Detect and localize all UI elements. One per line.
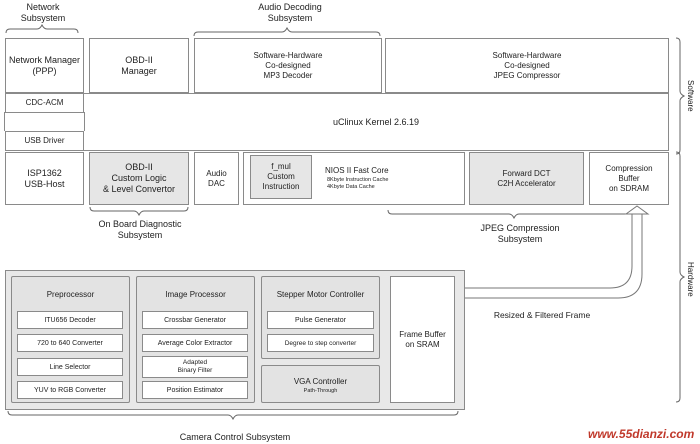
frame-buffer-box: Frame Buffer on SRAM <box>390 276 455 403</box>
preprocessor-item: Line Selector <box>17 358 123 376</box>
network-manager-box: Network Manager (PPP) <box>5 38 84 93</box>
image-processor-item: Position Estimator <box>142 381 248 399</box>
preprocessor-title: Preprocessor <box>46 290 95 299</box>
camera-subsystem-label: Camera Control Subsystem <box>179 432 291 442</box>
preprocessor-item: ITU656 Decoder <box>17 311 123 329</box>
image-processor-item: Average Color Extractor <box>142 334 248 352</box>
obd-subsystem-label: On Board Diagnostic Subsystem <box>98 219 182 240</box>
vga-title: VGA Controller <box>293 377 348 386</box>
audio-dac-box: Audio DAC <box>194 152 239 205</box>
software-label: Software <box>686 80 695 112</box>
nios-dcache: 4Kbyte Data Cache <box>327 184 375 190</box>
image-processor-item: Adapted Binary Filter <box>142 356 248 378</box>
stepper-item: Degree to step converter <box>267 334 374 352</box>
jpeg-compressor-box: Software-Hardware Co-designed JPEG Compr… <box>385 38 669 93</box>
image-processor-title: Image Processor <box>165 290 226 299</box>
stepper-item: Pulse Generator <box>267 311 374 329</box>
nios-title: NIOS II Fast Core <box>325 166 389 175</box>
obd-manager-box: OBD-II Manager <box>89 38 189 93</box>
vga-panel <box>261 365 380 403</box>
image-processor-item: Crossbar Generator <box>142 311 248 329</box>
cdc-acm-box: CDC-ACM <box>5 93 84 113</box>
stepper-title: Stepper Motor Controller <box>276 290 365 299</box>
mp3-decoder-box: Software-Hardware Co-designed MP3 Decode… <box>194 38 382 93</box>
hardware-label: Hardware <box>686 262 695 297</box>
audio-decoding-subsystem-label: Audio Decoding Subsystem <box>258 2 322 23</box>
nios-icache: 8Kbyte Instruction Cache <box>327 177 389 183</box>
preprocessor-item: YUV to RGB Converter <box>17 381 123 399</box>
compression-buffer-box: Compression Buffer on SDRAM <box>589 152 669 205</box>
forward-dct-box: Forward DCT C2H Accelerator <box>469 152 584 205</box>
usb-driver-box: USB Driver <box>5 131 84 151</box>
kernel-left-line <box>4 112 85 131</box>
vga-sub: Path-Through <box>303 388 338 394</box>
isp1362-box: ISP1362 USB-Host <box>5 152 84 205</box>
f-mul-box: f_mul Custom Instruction <box>250 155 312 199</box>
network-subsystem-label: Network Subsystem <box>20 2 66 23</box>
resized-frame-label: Resized & Filtered Frame <box>493 310 591 320</box>
uclinux-kernel-box: uClinux Kernel 2.6.19 <box>84 93 669 151</box>
watermark: www.55dianzi.com <box>588 427 695 441</box>
jpeg-subsystem-label: JPEG Compression Subsystem <box>480 223 560 244</box>
preprocessor-item: 720 to 640 Converter <box>17 334 123 352</box>
obd-logic-box: OBD-II Custom Logic & Level Convertor <box>89 152 189 205</box>
